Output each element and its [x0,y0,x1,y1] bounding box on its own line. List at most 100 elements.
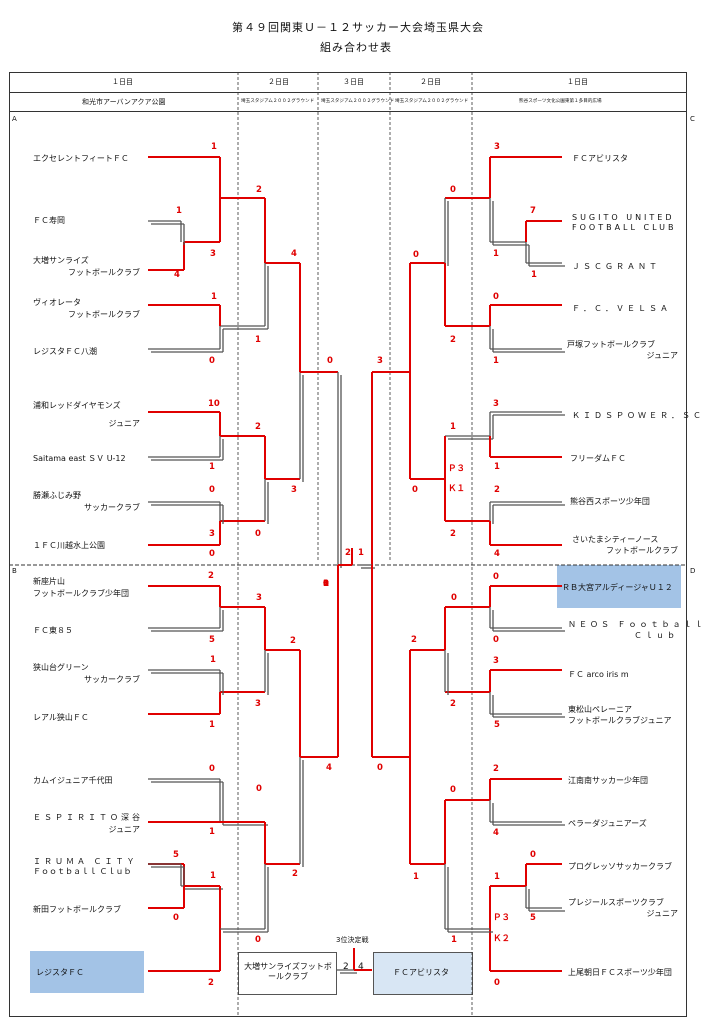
score-label: 1 [494,872,500,882]
score-label: 1 [494,462,500,472]
left-team-3-line2: フットボールクラブ [68,268,140,277]
third-place-left-box [238,952,337,995]
score-label: 1 [323,579,329,589]
left-team-12-line1: 狭山台グリーン [33,663,89,672]
score-label: 2 [292,869,298,879]
score-label: 2 [255,422,261,432]
score-label: 1 [210,655,216,665]
right-team-14: 江南南サッカー少年団 [568,776,648,785]
score-label: 0 [493,292,499,302]
score-label: 0 [450,785,456,795]
score-label: 0 [323,579,329,589]
score-label: 2 [411,635,417,645]
highlight-box-left [30,951,144,993]
block-label-a: A [12,115,17,123]
venue-left-day2: 埼玉スタジアム２００２グラウンド [241,99,315,104]
right-team-16: プログレッソサッカークラブ [568,862,672,871]
score-label: 1 [176,206,182,216]
pk-label-1: Ｐ３ [448,464,466,474]
score-label: 5 [173,850,179,860]
score-label: 0 [209,356,215,366]
right-team-10: ＲＢ大宮アルディージャＵ１２ [562,583,673,592]
score-label: 0 [530,850,536,860]
score-label: 4 [493,828,499,838]
right-team-11-line2: Ｃｌｕｂ [634,631,678,640]
score-label: 2 [493,764,499,774]
score-label: 0 [413,250,419,260]
left-team-7: Saitama east ＳＶ U-12 [33,454,126,463]
score-label: 3 [377,356,383,366]
score-label: 2 [450,529,456,539]
score-label: 0 [493,635,499,645]
venue-right-day2: 埼玉スタジアム２００２グラウンド [395,99,469,104]
right-team-3: ＪＳＣＧＲＡＮＴ [572,262,660,271]
score-label: 1 [209,827,215,837]
score-label: 0 [412,485,418,495]
score-label: 3 [493,399,499,409]
left-team-5: レジスタＦＣ八潮 [33,347,97,356]
score-label: 0 [209,764,215,774]
right-team-4: Ｆ．Ｃ．ＶＥＬＳＡ [572,304,671,313]
pk-label-4: Ｋ２ [493,934,511,944]
left-team-6-line2: ジュニア [108,419,140,428]
left-team-10-line2: フットボールクラブ少年団 [33,589,129,598]
score-label: 5 [209,635,215,645]
score-label: 0 [323,579,329,589]
score-label: 0 [493,572,499,582]
right-team-2-line2: FOOTBALL CLUB [572,223,677,232]
day-header-3: ３日目 [343,78,364,86]
left-team-6-line1: 浦和レッドダイヤモンズ [33,401,121,410]
score-label: 2 [450,335,456,345]
right-team-2-line1: SUGITO UNITED [572,213,675,222]
score-label: 5 [494,720,500,730]
score-label: 2 [290,636,296,646]
score-label: 2 [450,699,456,709]
score-label: 1 [323,579,329,589]
score-label: 1 [211,292,217,302]
score-label: 5 [530,913,536,923]
page-title: 第４９回関東Ｕ－１２サッカー大会埼玉県大会 [232,21,484,34]
score-label: 3 [209,529,215,539]
third-place-left-team: 大増サンライズフットボールクラブ [244,962,332,982]
score-label: 2 [208,571,214,581]
score-label: 1 [209,462,215,472]
score-label: 0 [209,485,215,495]
pk-label-2: Ｋ１ [448,484,466,494]
score-label: 2 [208,978,214,988]
score-label: 0 [255,529,261,539]
score-label: 1 [211,142,217,152]
score-label: 0 [323,579,329,589]
left-team-10-line1: 新座片山 [33,577,65,586]
left-team-8-line2: サッカークラブ [84,503,140,512]
score-label: 0 [255,935,261,945]
third-place-left-score: 2 [343,962,349,972]
venue-left-day1: 和光市アーバンアクア公園 [82,98,166,106]
left-team-17: 新田フットボールクラブ [33,905,121,914]
right-team-15: ペラーダジュニアーズ [568,819,647,828]
left-team-4-line2: フットボールクラブ [68,310,140,319]
score-label: 3 [291,485,297,495]
score-label: 1 [255,335,261,345]
third-place-label: 3位決定戦 [336,936,369,944]
third-place-right-team: ＦＣアビリスタ [393,968,449,977]
score-label: 10 [208,399,220,409]
score-label: 4 [174,270,180,280]
third-place-right-score: 4 [358,962,364,972]
right-team-8: 熊谷西スポーツ少年団 [570,497,650,506]
left-team-15-line1: ＥＳＰＩＲＩＴＯ深谷 [33,813,143,822]
score-label: 0 [451,593,457,603]
score-label: 0 [173,913,179,923]
score-label: 7 [530,206,536,216]
right-team-12: ＦＣ arco iris m [568,670,629,679]
score-label: 3 [493,656,499,666]
score-label: 2 [494,485,500,495]
score-label: 0 [209,549,215,559]
score-label: 4 [494,549,500,559]
score-label: 3 [256,593,262,603]
score-label: 4 [291,249,297,259]
day-header-2-left: ２日目 [268,78,289,86]
right-team-11-line1: ＮＥＯＳ Ｆｏｏｔｂａｌｌ [568,620,706,629]
score-label: 3 [323,579,329,589]
left-team-14: カムイジュニア千代田 [33,776,113,785]
venue-right-day1: 熊谷スポーツ文化公園東第１多目的広場 [519,99,602,104]
